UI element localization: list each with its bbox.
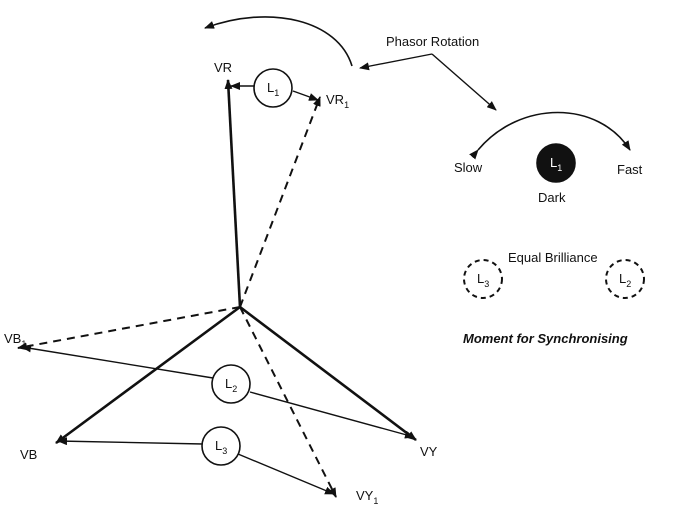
vr1-phasor	[239, 96, 321, 308]
l1-connector-right	[292, 90, 319, 101]
l3-connector-left	[57, 437, 204, 446]
l2-connector-right	[249, 391, 415, 439]
rotation-pointer-left	[359, 53, 433, 71]
fast-label: Fast	[617, 162, 643, 177]
lamp-l3: L3	[201, 426, 241, 466]
equal-brilliance-label: Equal Brilliance	[508, 250, 598, 265]
vr1-label: VR1	[326, 92, 349, 110]
svg-text:L3: L3	[477, 271, 489, 289]
phasor-rotation-label: Phasor Rotation	[386, 34, 479, 49]
vy-phasor	[239, 305, 417, 442]
svg-text:L2: L2	[225, 376, 237, 394]
vy-label: VY	[420, 444, 438, 459]
svg-text:L2: L2	[619, 271, 631, 289]
slow-label: Slow	[454, 160, 483, 175]
vr-label: VR	[214, 60, 232, 75]
lamp-l2: L2	[211, 364, 251, 404]
svg-text:L1: L1	[267, 80, 279, 98]
vr-phasor	[224, 79, 242, 308]
dark-lamp-l1: L1	[536, 143, 576, 183]
vy1-label: VY1	[356, 488, 378, 506]
vb-label: VB	[20, 447, 37, 462]
l2-connector-left	[21, 344, 214, 379]
bright-lamp-l2: L2	[605, 259, 645, 299]
vb-phasor	[55, 305, 241, 445]
svg-text:L3: L3	[215, 438, 227, 456]
synchronising-caption: Moment for Synchronising	[463, 331, 628, 346]
rotation-pointer-right	[431, 53, 497, 111]
bright-lamp-l3: L3	[463, 259, 503, 299]
svg-text:L1: L1	[550, 155, 562, 173]
dark-label: Dark	[538, 190, 566, 205]
vy1-phasor	[239, 306, 337, 498]
lamp-l1: L1	[253, 68, 293, 108]
l3-connector-right	[237, 453, 335, 495]
vb1-label: VB1	[4, 331, 26, 349]
rotation-arc-arrow	[204, 16, 353, 67]
vb1-phasor	[17, 306, 241, 351]
slow-fast-arc	[469, 111, 631, 160]
